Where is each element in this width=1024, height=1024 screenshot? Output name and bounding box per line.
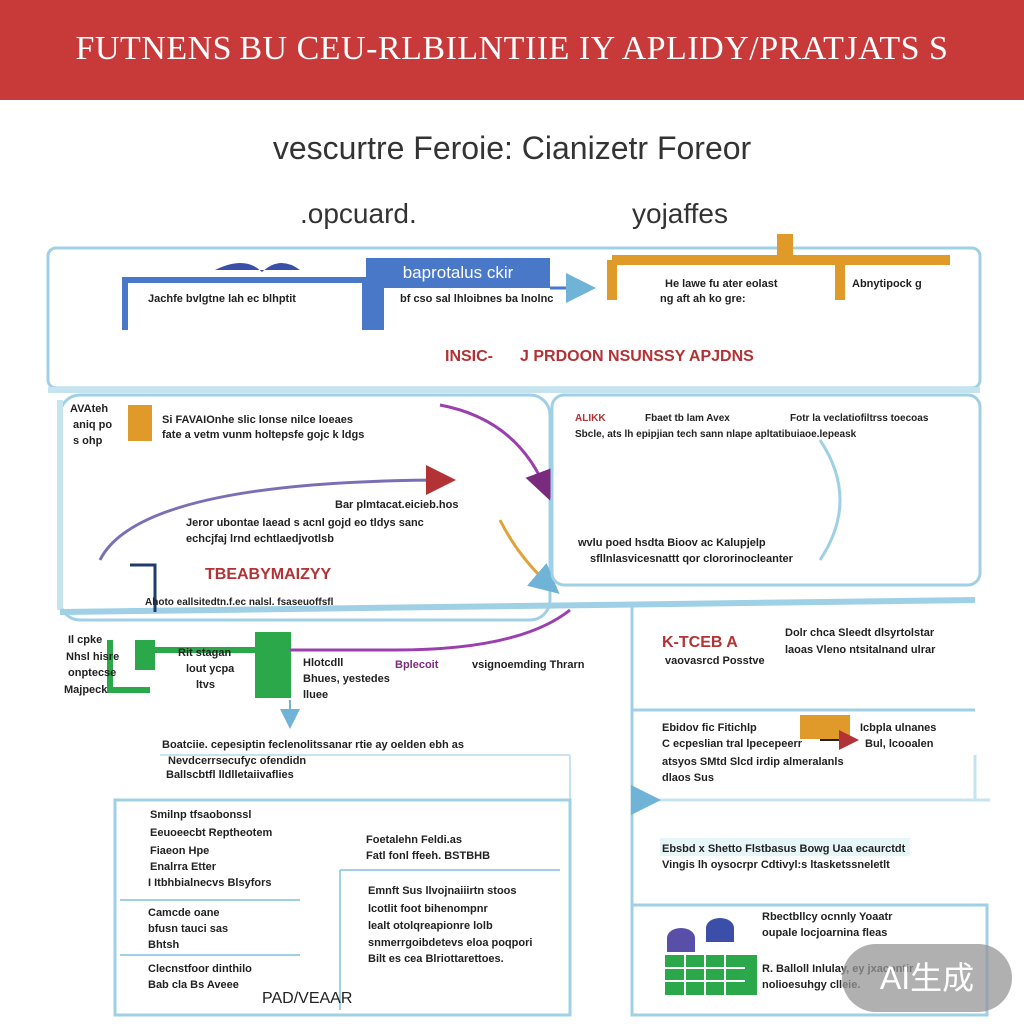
lower-left-side-2: Nhsl hisre	[66, 651, 120, 663]
orange-box-text-2: fate a vetm vunm holtepsfe gojc k ldgs	[162, 429, 365, 441]
lower-left-side-4: Majpeck	[64, 684, 108, 696]
icon-text-1: Rbectbllcy ocnnly Yoaatr	[762, 911, 893, 923]
bottom-col1-1: Smilnp tfsaobonssl	[150, 809, 252, 821]
lower-right-red-text-2: laoas Vleno ntsitalnand ulrar	[785, 644, 936, 656]
top-left-text: Jachfe bvlgtne lah ec blhptit	[148, 293, 296, 305]
bottom-col2-2: Fatl fonl ffeeh. BSTBHB	[366, 850, 491, 862]
bottom-col5-1: Clecnstfoor dinthilo	[148, 963, 252, 975]
insight-label: INSIC-	[445, 348, 493, 365]
arrow-text-3: echcjfaj lrnd echtlaedjvotlsb	[186, 533, 334, 545]
lower-right-row-2: C ecpeslian tral lpecepeerr	[662, 738, 803, 750]
left-column-heading: .opcuard.	[300, 198, 417, 229]
middle-right-bottom-2: sfllnlasvicesnattt qor clororinocleanter	[590, 553, 793, 565]
bottom-col4-1: Camcde oane	[148, 907, 220, 919]
blue-section-label: baprotalus ckir	[366, 258, 550, 288]
teal-text-1: Ebsbd x Shetto Flstbasus Bowg Uaa ecaurc…	[662, 843, 906, 855]
curved-arrow-left	[98, 465, 456, 561]
lower-mid-text-3: lluee	[303, 689, 329, 701]
green-text-2: lout ycpa	[186, 663, 235, 675]
green-text-3: ltvs	[196, 679, 215, 691]
title-banner: FUTNENS BU CEU-RLBILNTIIE IY APLIDY/PRAT…	[0, 0, 1024, 100]
database-grid-icon	[665, 918, 757, 995]
icon-text-2: oupale locjoarnina fleas	[762, 927, 888, 939]
arrow-text-1: Bar plmtacat.eicieb.hos	[335, 499, 459, 511]
orange-box-text-1: Si FAVAIOnhe slic lonse nilce loeaes	[162, 414, 353, 426]
purple-arrow-right	[439, 403, 554, 501]
lower-right-row-3: atsyos SMtd Slcd irdip almeralanls	[662, 756, 844, 768]
lower-para-2: Nevdcerrsecufyc ofendidn	[168, 755, 307, 767]
middle-right-frame	[550, 393, 982, 587]
middle-right-sub: Sbcle, ats lh epipjian tech sann nlape a…	[575, 429, 857, 440]
lower-right-red-label: K-TCEB A	[662, 634, 738, 651]
flow-text: vsignoemding Thrarn	[472, 659, 585, 671]
middle-right-header-2: Fbaet tb lam Avex	[645, 413, 730, 424]
lower-mid-text-1: Hlotcdll	[303, 657, 344, 669]
middle-left-heading: TBEABYMAIZYY	[205, 566, 332, 583]
lower-right-side-1: Icbpla ulnanes	[860, 722, 937, 734]
middle-right-bottom-1: wvlu poed hsdta Bioov ac Kalupjelp	[578, 537, 766, 549]
green-text-1: Rit stagan	[178, 647, 232, 659]
bottom-footer-label: PAD/VEAAR	[262, 990, 353, 1007]
bottom-col4-3: Bhtsh	[148, 939, 180, 951]
bottom-col1-2: Eeuoeecbt Reptheotem	[150, 827, 273, 839]
top-mid-text: bf cso sal lhloibnes ba lnolnc	[400, 293, 554, 305]
bottom-col1-3: Fiaeon Hpe	[150, 845, 210, 857]
bottom-col3-3: lealt otolqreapionre lolb	[368, 920, 493, 932]
orange-text-line-1: He lawe fu ater eolast	[665, 278, 778, 290]
lower-right-side-2: Bul, lcooalen	[865, 738, 934, 750]
top-right-text: Abnytipock g	[852, 278, 922, 290]
icon-text-4: nolioesuhgy clleie.	[762, 979, 861, 991]
middle-left-side-2: aniq po	[73, 419, 113, 431]
insight-text: J PRDOON NSUNSSY APJDNS	[520, 348, 754, 365]
bottom-col1-5: I Itbhbialnecvs Blsyfors	[148, 877, 272, 889]
bottom-col3-4: snmerrgoibdetevs eloa poqpori	[368, 937, 533, 949]
bottom-col5-2: Bab cla Bs Aveee	[148, 979, 239, 991]
lower-mid-text-2: Bhues, yestedes	[303, 673, 390, 685]
bottom-col3-5: Bilt es cea Blriottarettoes.	[368, 953, 504, 965]
middle-left-side-1: AVAteh	[70, 403, 109, 415]
green-block	[255, 632, 291, 698]
lower-left-side-3: onptecse	[68, 667, 117, 679]
bottom-left-frame	[113, 798, 572, 1017]
teal-text-2: Vingis lh oysocrpr Cdtivyl:s ltasketssne…	[662, 859, 890, 871]
bottom-col4-2: bfusn tauci sas	[148, 923, 229, 935]
lower-right-row-4: dlaos Sus	[662, 772, 714, 784]
band-text: Ahoto eallsitedtn.f.ec nalsl. fsaseuoffs…	[145, 597, 334, 608]
bottom-col3-1: Emnft Sus llvojnaiiirtn stoos	[368, 885, 517, 897]
orange-text-line-2: ng aft ah ko gre:	[660, 293, 746, 305]
bottom-col1-4: Enalrra Etter	[150, 861, 217, 873]
lower-para-1: Boatciie. cepesiptin feclenolitssanar rt…	[162, 739, 464, 751]
purple-flow-label: Bplecoit	[395, 659, 439, 671]
middle-right-header-3: Fotr la veclatiofiltrss toecoas	[790, 413, 929, 424]
diagram-subtitle: vescurtre Feroie: Cianizetr Foreor	[272, 130, 752, 166]
ai-generated-badge: AI生成	[842, 944, 1012, 1012]
lower-para-3: Ballscbtfl lldlletaiivaflies	[166, 769, 294, 781]
middle-left-side-3: s ohp	[73, 435, 103, 447]
banner-title: FUTNENS BU CEU-RLBILNTIIE IY APLIDY/PRAT…	[75, 30, 949, 67]
lower-left-side-1: Il cpke	[68, 634, 103, 646]
lower-right-sub-label: vaovasrcd Posstve	[665, 655, 765, 667]
right-column-heading: yojaffes	[632, 198, 728, 229]
bottom-col3-2: lcotlit foot bihenompnr	[368, 903, 488, 915]
lower-right-red-text-1: Dolr chca Sleedt dlsyrtolstar	[785, 627, 935, 639]
middle-right-header-1: ALIKK	[575, 413, 606, 424]
teal-band	[59, 597, 976, 615]
bottom-col2-1: Foetalehn Feldi.as	[366, 834, 462, 846]
arrow-text-2: Jeror ubontae laead s acnl gojd eo tldys…	[186, 517, 424, 529]
lower-right-row-1: Ebidov fic Fitichlp	[662, 722, 757, 734]
